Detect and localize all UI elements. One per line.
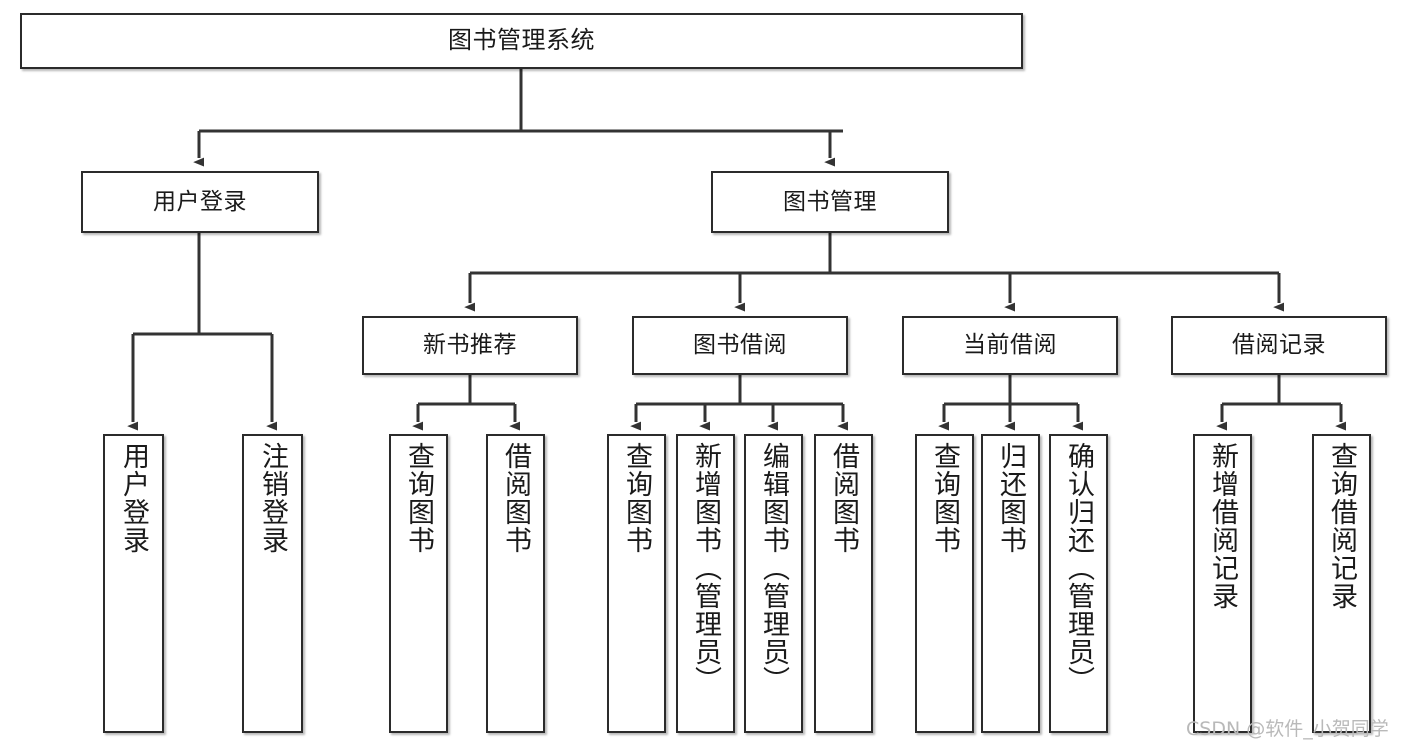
node-borrow-record-label: 借阅记录 (1232, 332, 1326, 359)
node-leaf-query-book-2[interactable]: 查询图书 (607, 434, 666, 733)
node-leaf-borrow-book-1[interactable]: 借阅图书 (486, 434, 545, 733)
node-leaf-edit-book[interactable]: 编辑图书（管理员） (744, 434, 803, 733)
node-leaf-borrow-book-1-label: 借阅图书 (500, 442, 531, 554)
node-leaf-query-book-3[interactable]: 查询图书 (915, 434, 974, 733)
node-leaf-query-book-1[interactable]: 查询图书 (389, 434, 448, 733)
node-leaf-logout-login[interactable]: 注销登录 (242, 434, 303, 733)
node-new-book-recommend-label: 新书推荐 (423, 332, 517, 359)
node-leaf-query-book-2-label: 查询图书 (621, 442, 652, 554)
node-leaf-edit-book-label: 编辑图书（管理员） (758, 442, 789, 694)
node-leaf-return-book-label: 归还图书 (995, 442, 1026, 554)
node-user-login-label: 用户登录 (153, 188, 247, 215)
node-book-borrow[interactable]: 图书借阅 (632, 316, 848, 375)
node-current-borrow-label: 当前借阅 (963, 332, 1057, 359)
node-leaf-query-book-1-label: 查询图书 (403, 442, 434, 554)
node-leaf-user-login[interactable]: 用户登录 (103, 434, 164, 733)
node-leaf-borrow-book-2[interactable]: 借阅图书 (814, 434, 873, 733)
node-current-borrow[interactable]: 当前借阅 (902, 316, 1118, 375)
node-book-manage-label: 图书管理 (783, 188, 877, 215)
node-leaf-add-book-label: 新增图书（管理员） (690, 442, 721, 694)
node-leaf-confirm-return-label: 确认归还（管理员） (1063, 442, 1094, 694)
node-leaf-borrow-book-2-label: 借阅图书 (828, 442, 859, 554)
node-leaf-logout-login-label: 注销登录 (257, 442, 288, 554)
node-leaf-query-record-label: 查询借阅记录 (1326, 442, 1357, 610)
node-user-login[interactable]: 用户登录 (81, 171, 319, 233)
node-new-book-recommend[interactable]: 新书推荐 (362, 316, 578, 375)
node-root[interactable]: 图书管理系统 (20, 13, 1023, 69)
node-leaf-return-book[interactable]: 归还图书 (981, 434, 1040, 733)
node-book-borrow-label: 图书借阅 (693, 332, 787, 359)
node-leaf-add-book[interactable]: 新增图书（管理员） (676, 434, 735, 733)
watermark: CSDN @软件_小贺同学 (1186, 718, 1389, 740)
node-root-label: 图书管理系统 (448, 26, 595, 55)
node-leaf-confirm-return[interactable]: 确认归还（管理员） (1049, 434, 1108, 733)
node-borrow-record[interactable]: 借阅记录 (1171, 316, 1387, 375)
node-leaf-user-login-label: 用户登录 (118, 442, 149, 554)
node-book-manage[interactable]: 图书管理 (711, 171, 949, 233)
node-leaf-add-record-label: 新增借阅记录 (1207, 442, 1238, 610)
node-leaf-query-record[interactable]: 查询借阅记录 (1312, 434, 1371, 733)
node-leaf-query-book-3-label: 查询图书 (929, 442, 960, 554)
node-leaf-add-record[interactable]: 新增借阅记录 (1193, 434, 1252, 733)
